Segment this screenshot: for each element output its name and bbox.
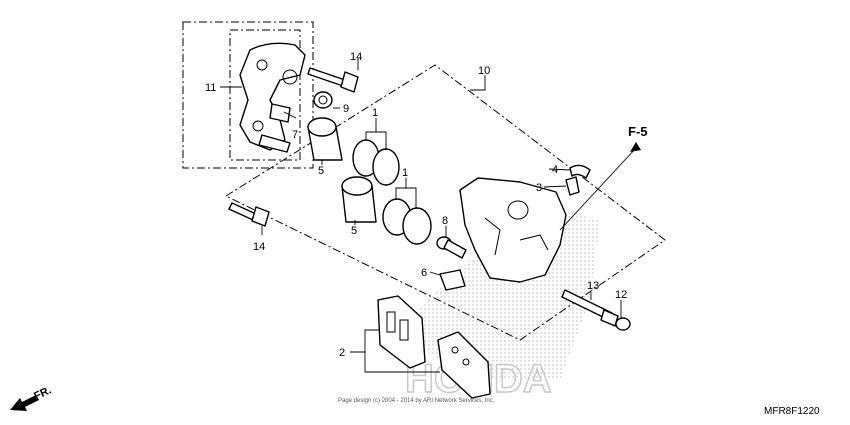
callout-11: 11	[205, 82, 216, 94]
diagram-code: MFR8F1220	[764, 406, 820, 417]
callout-14-top: 14	[350, 51, 362, 63]
callout-9: 9	[343, 103, 349, 115]
callouts: 11 14 9 7 5 1 1 5 8 6 4 3 10 14 13 12 2	[205, 51, 627, 359]
copyright-text: Page design (c) 2004 - 2014 by ARI Netwo…	[338, 398, 495, 404]
seal-rings-upper	[352, 139, 400, 186]
direction-arrow-icon	[10, 395, 39, 411]
callout-5-upper: 5	[318, 165, 324, 177]
brake-pad-front	[377, 295, 426, 369]
callout-14-bottom: 14	[253, 241, 265, 253]
callout-8: 8	[442, 215, 448, 227]
callout-3: 3	[536, 182, 542, 194]
callout-6: 6	[421, 267, 427, 279]
pin-nut	[615, 317, 631, 331]
pad-pin	[436, 236, 467, 259]
pin-clip	[439, 269, 466, 291]
callout-13: 13	[587, 280, 599, 292]
bracket-group-inner	[229, 29, 301, 161]
boot	[313, 91, 333, 109]
bolt-bottom	[228, 202, 270, 227]
callout-5-lower: 5	[351, 225, 357, 237]
bleeder-screw	[565, 176, 580, 196]
piston-upper	[307, 117, 343, 161]
piston-lower	[341, 176, 377, 223]
reference-label: F-5	[628, 124, 648, 139]
caliper-bracket	[239, 42, 306, 153]
leader-lines	[220, 58, 622, 373]
pad-spring	[269, 103, 291, 123]
brake-pad-rear	[437, 331, 491, 399]
callout-10: 10	[478, 65, 490, 77]
callout-1-upper: 1	[372, 107, 378, 119]
callout-7: 7	[292, 129, 298, 141]
front-direction-indicator: FR.	[10, 384, 53, 411]
callout-4: 4	[552, 164, 558, 176]
bracket-group-outline	[182, 21, 314, 169]
reference-arrow	[559, 142, 641, 231]
seal-rings-lower	[382, 198, 432, 245]
pin-bolt	[561, 289, 619, 327]
caliper-body	[459, 177, 567, 283]
bolt-top	[307, 67, 359, 93]
callout-2: 2	[339, 347, 345, 359]
direction-label: FR.	[32, 384, 53, 402]
callout-12: 12	[615, 289, 627, 301]
caliper-assembly-outline	[224, 64, 666, 341]
bleeder-cap	[569, 164, 591, 179]
callout-1-lower: 1	[402, 167, 408, 179]
